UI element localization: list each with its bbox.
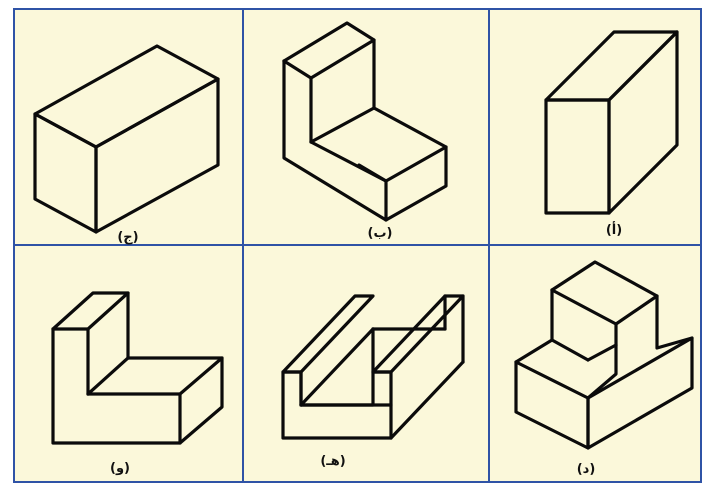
panel-label-baa: (ب) [367, 226, 393, 241]
panel-label-jeem: (ج) [117, 230, 139, 245]
panel-grid [13, 8, 702, 483]
panel-label-waw: (و) [110, 461, 130, 476]
panel-top-left-bg [14, 9, 243, 245]
panel-bottom-middle-bg [243, 245, 489, 482]
panel-label-dal: (د) [576, 462, 596, 477]
upright-box-shape [544, 30, 679, 215]
u-channel-shape [281, 294, 465, 440]
panel-top-right-bg [489, 9, 701, 245]
stepped-block-shape [514, 260, 694, 450]
panel-label-haa: (هـ) [320, 454, 346, 469]
panel-label-alif: (أ) [605, 223, 623, 238]
panel-bottom-left-bg [14, 245, 243, 482]
rectangular-block-shape [33, 44, 220, 234]
l-block-bottom-shape [51, 291, 224, 445]
l-block-top-shape [282, 21, 448, 222]
